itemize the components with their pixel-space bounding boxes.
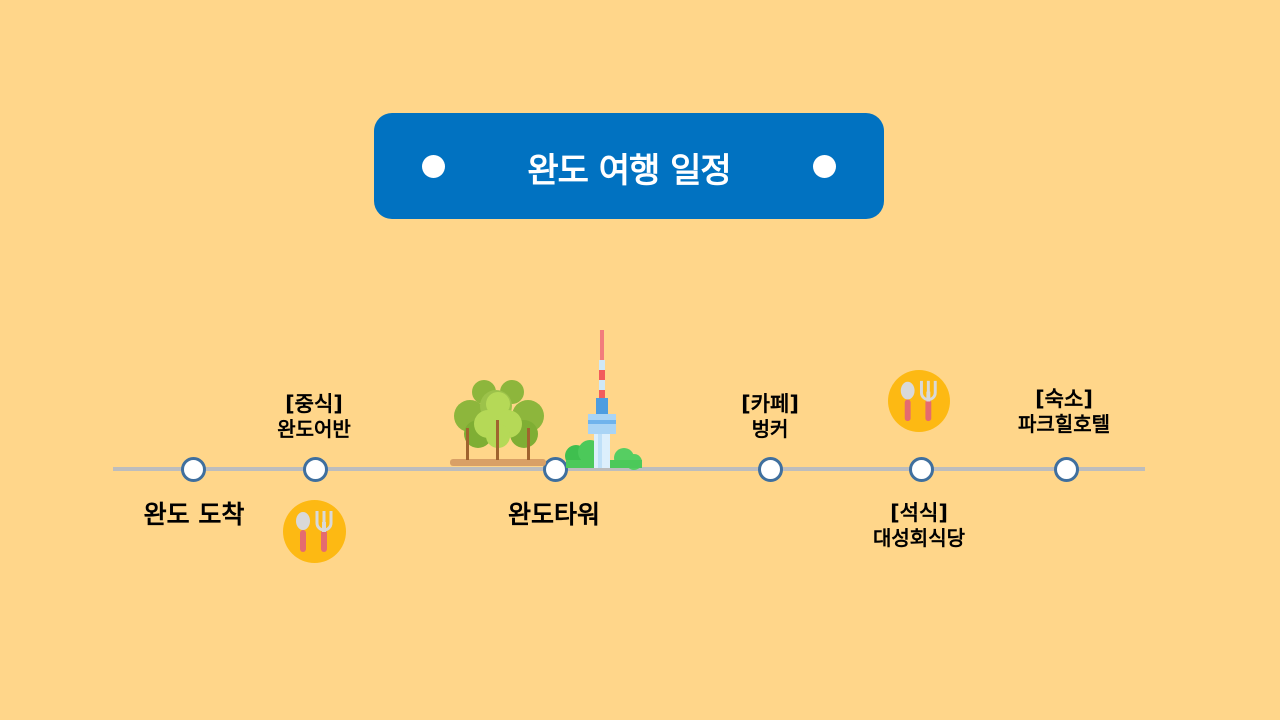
stop-cafe-name: 벙커: [751, 417, 789, 442]
stop-dinner-name: 대성회식당: [873, 526, 965, 551]
tower-park-illustration: [450, 330, 642, 470]
banner-dot-left: [422, 155, 445, 178]
stop-arrival-name: 완도 도착: [143, 500, 245, 529]
stop-lunch-name: 완도어반: [277, 417, 351, 442]
stop-cafe-label: [카페] 벙커: [741, 392, 799, 441]
stop-lunch-category: [중식]: [285, 392, 343, 416]
timeline-node-lunch: [303, 457, 328, 482]
stop-cafe-category: [카페]: [741, 392, 799, 416]
stop-dinner-category: [석식]: [890, 501, 948, 525]
timeline-node-arrival: [181, 457, 206, 482]
stop-lunch-label: [중식] 완도어반: [277, 392, 351, 441]
title-banner: 완도 여행 일정: [374, 113, 884, 219]
timeline-line: [113, 467, 1145, 471]
timeline-node-tower: [543, 457, 568, 482]
stop-lodging-category: [숙소]: [1035, 387, 1093, 411]
stop-arrival-label: 완도 도착: [144, 500, 245, 530]
stop-tower-name: 완도타워: [507, 500, 601, 529]
timeline-node-cafe: [758, 457, 783, 482]
stop-tower-label: 완도타워: [508, 500, 600, 530]
timeline-node-dinner: [909, 457, 934, 482]
banner-dot-right: [813, 155, 836, 178]
stop-lodging-label: [숙소] 파크힐호텔: [1018, 387, 1110, 436]
spoon-fork-icon: [888, 370, 950, 432]
stop-dinner-label: [석식] 대성회식당: [873, 501, 965, 550]
spoon-fork-icon: [283, 500, 346, 563]
timeline-node-lodging: [1054, 457, 1079, 482]
page-title: 완도 여행 일정: [527, 151, 731, 191]
stop-lodging-name: 파크힐호텔: [1018, 412, 1110, 437]
